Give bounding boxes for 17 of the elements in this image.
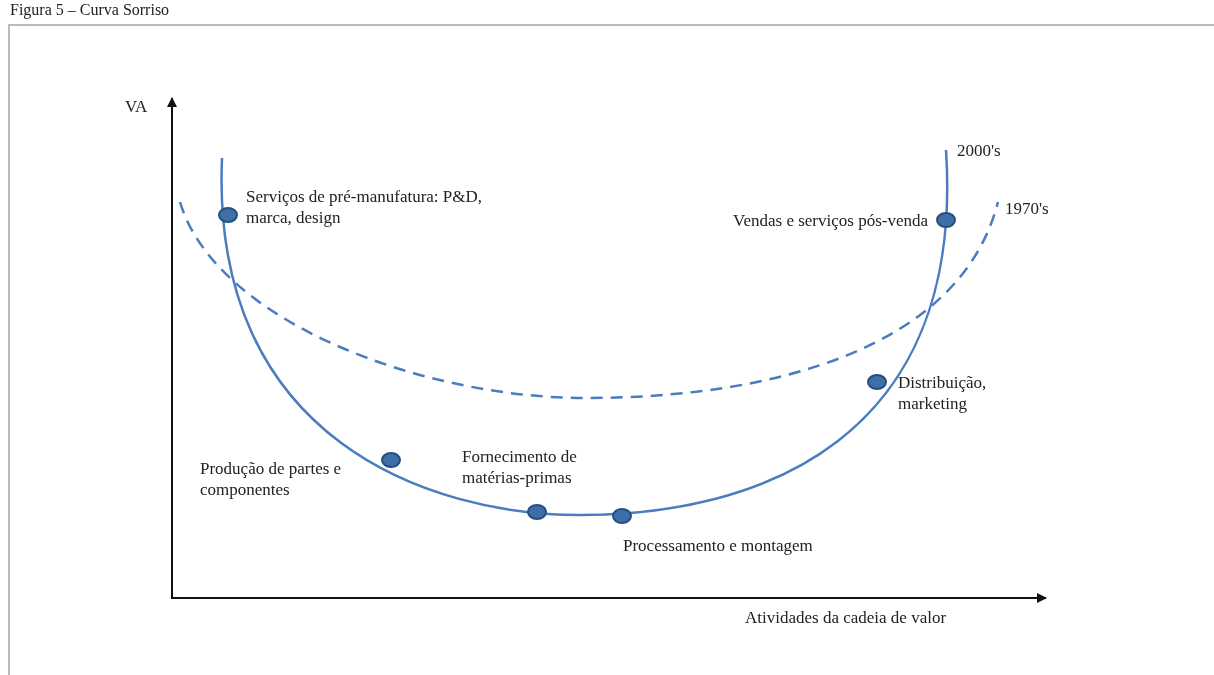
point-marker	[936, 212, 956, 228]
point-label: Fornecimento de matérias-primas	[462, 446, 578, 488]
point-marker	[612, 508, 632, 524]
point-label: Produção de partes e componentes	[200, 458, 343, 500]
point-marker	[867, 374, 887, 390]
point-label: Distribuição, marketing	[898, 372, 988, 414]
axis-label: Atividades da cadeia de valor	[745, 607, 947, 628]
curve-label: 2000's	[957, 140, 1001, 161]
figure-title: Figura 5 – Curva Sorriso	[10, 0, 170, 20]
point-label: Vendas e serviços pós-venda	[733, 210, 928, 231]
point-label: Serviços de pré-manufatura: P&D, marca, design	[246, 186, 484, 228]
curve-label: 1970's	[1005, 198, 1049, 219]
point-label: Processamento e montagem	[623, 535, 813, 556]
point-marker	[527, 504, 547, 520]
axis-label: VA	[125, 96, 148, 117]
point-marker	[381, 452, 401, 468]
point-marker	[218, 207, 238, 223]
